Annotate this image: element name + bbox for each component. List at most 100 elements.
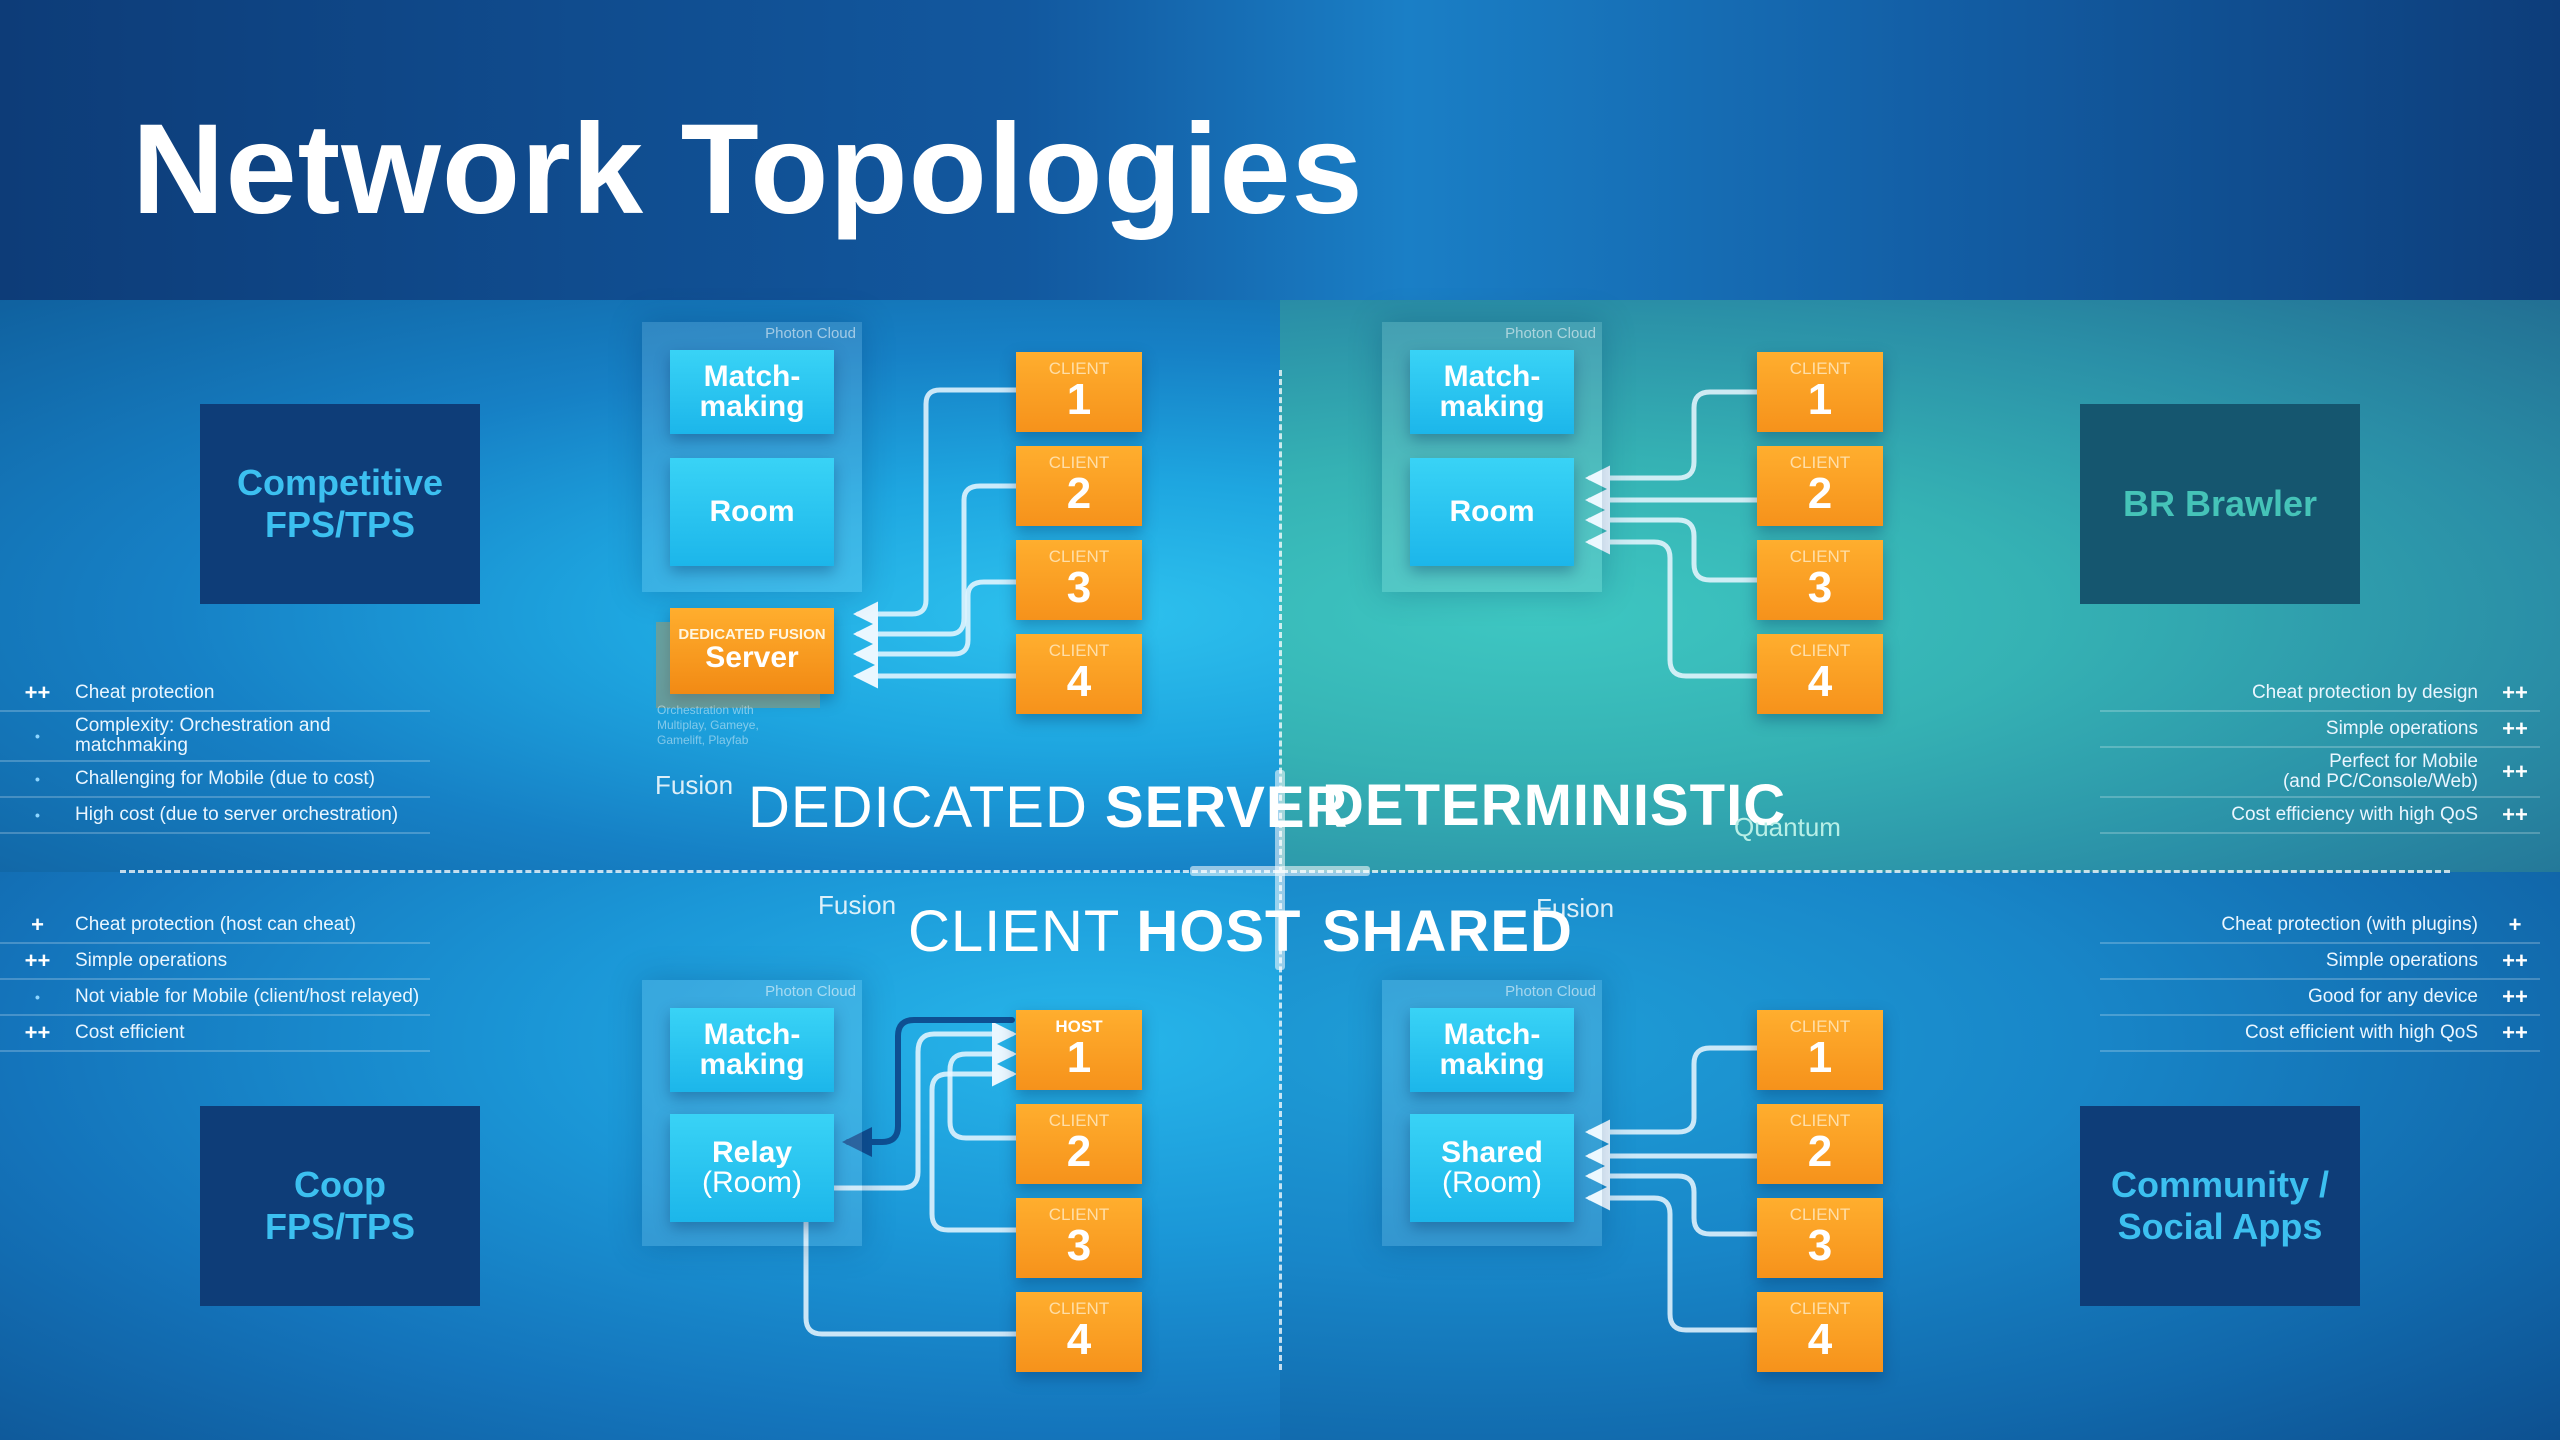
matchmaking-box: Match- making — [670, 350, 834, 434]
title-word-bold: SHARED — [1322, 899, 1573, 964]
feature-list-dedicated-server: ++Cheat protection • Complexity: Orchestra… — [0, 676, 430, 834]
center-cross-vertical — [1275, 770, 1285, 970]
client-number: 4 — [1066, 1315, 1092, 1364]
topology-title-deterministic: DETERMINISTIC — [1322, 772, 1786, 839]
client-number: 3 — [1066, 1221, 1092, 1270]
client-number: 1 — [1807, 1033, 1833, 1082]
title-word-bold: DETERMINISTIC — [1322, 773, 1787, 838]
client-number: 2 — [1807, 1127, 1833, 1176]
topology-title-client-host: CLIENT HOST — [908, 898, 1301, 965]
photon-cloud-panel-dedicated: Photon Cloud Match- making Room — [642, 322, 862, 592]
plus-rating-icon: ++ — [2502, 759, 2528, 784]
client-number: 4 — [1066, 657, 1092, 706]
bullet-dot-icon: • — [35, 728, 40, 744]
feature-item: ++Cheat protection — [0, 676, 430, 712]
feature-item: ++Simple operations — [2100, 944, 2540, 980]
matchmaking-box: Match- making — [1410, 350, 1574, 434]
client-label: CLIENT — [1789, 1017, 1851, 1036]
usecase-coop-fps: Coop FPS/TPS — [200, 1106, 480, 1306]
client-label: CLIENT — [1789, 1299, 1851, 1318]
bullet-dot-icon: • — [35, 989, 40, 1005]
title-word-bold: SERVER — [1104, 775, 1349, 840]
title-word-light: CLIENT — [908, 899, 1120, 964]
topology-title-dedicated-server: DEDICATED SERVER — [748, 774, 1348, 841]
feature-item: + Cheat protection (with plugins) — [2100, 908, 2540, 944]
feature-text: Cheat protection by design — [2251, 682, 2478, 703]
client-label: CLIENT — [1789, 1111, 1851, 1130]
plus-rating-icon: ++ — [2502, 984, 2528, 1009]
plus-rating-icon: ++ — [2502, 948, 2528, 973]
client-number: 3 — [1066, 563, 1092, 612]
orchestration-note: Orchestration with Multiplay, Gameye, Ga… — [657, 703, 759, 747]
matchmaking-box: Match- making — [670, 1008, 834, 1092]
header-band: Network Topologies — [0, 0, 2560, 300]
feature-text: Cheat protection (with plugins) — [2221, 914, 2478, 935]
dedicated-server-small-label: DEDICATED FUSION — [678, 626, 826, 643]
client-label: CLIENT — [1048, 547, 1110, 566]
photon-cloud-panel-shared: Photon Cloud Match- making Shared (Room) — [1382, 980, 1602, 1246]
feature-text: Cheat protection — [75, 682, 215, 703]
plus-rating-icon: + — [31, 912, 44, 937]
dedicated-fusion-server-box: DEDICATED FUSION Server — [670, 608, 834, 694]
room-box: Room — [1410, 458, 1574, 566]
photon-cloud-label: Photon Cloud — [765, 325, 856, 342]
plus-rating-icon: ++ — [2502, 716, 2528, 741]
feature-item: ++ Perfect for Mobile (and PC/Console/Web… — [2100, 748, 2540, 798]
client-number: 2 — [1066, 1127, 1092, 1176]
client-number: 1 — [1066, 375, 1092, 424]
feature-text: Simple operations — [2325, 718, 2478, 739]
host-label: HOST — [1055, 1017, 1103, 1036]
client-label: CLIENT — [1789, 359, 1851, 378]
brand-fusion-dedicated: Fusion — [655, 770, 734, 800]
feature-item: +Cheat protection (host can cheat) — [0, 908, 430, 944]
client-number: 4 — [1807, 657, 1833, 706]
client-label: CLIENT — [1048, 1205, 1110, 1224]
relay-room-box: Relay (Room) — [670, 1114, 834, 1222]
title-word-bold: HOST — [1136, 899, 1302, 964]
brand-quantum: Quantum — [1734, 812, 1841, 842]
client-label: CLIENT — [1048, 641, 1110, 660]
plus-rating-icon: + — [2508, 912, 2522, 937]
feature-text: High cost (due to server orchestration) — [75, 804, 399, 825]
plus-rating-icon: ++ — [24, 948, 51, 973]
plus-rating-icon: ++ — [2502, 802, 2528, 827]
client-label: CLIENT — [1048, 1299, 1110, 1318]
matchmaking-box: Match- making — [1410, 1008, 1574, 1092]
bullet-dot-icon: • — [35, 807, 40, 823]
feature-text: Perfect for Mobile (and PC/Console/Web) — [2282, 751, 2478, 792]
topology-title-shared: SHARED — [1322, 898, 1573, 965]
client-number: 4 — [1807, 1315, 1833, 1364]
client-label: CLIENT — [1048, 453, 1110, 472]
client-number: 1 — [1807, 375, 1833, 424]
usecase-br-brawler: BR Brawler — [2080, 404, 2360, 604]
client-label: CLIENT — [1789, 1205, 1851, 1224]
feature-item: ++Simple operations — [0, 944, 430, 980]
plus-rating-icon: ++ — [2502, 1020, 2528, 1045]
photon-cloud-label: Photon Cloud — [1505, 325, 1596, 342]
feature-item: •Challenging for Mobile (due to cost) — [0, 762, 430, 798]
page-title: Network Topologies — [132, 98, 1364, 241]
photon-cloud-panel-client-host: Photon Cloud Match- making Relay (Room) — [642, 980, 862, 1246]
client-label: CLIENT — [1789, 641, 1851, 660]
feature-item: •Not viable for Mobile (client/host rela… — [0, 980, 430, 1016]
dedicated-server-label: Server — [705, 641, 799, 674]
relay-label: Relay — [711, 1136, 793, 1169]
feature-item: ++Cost efficient — [0, 1016, 430, 1052]
feature-text: Complexity: Orchestration and matchmakin… — [75, 715, 331, 756]
feature-item: • Complexity: Orchestration and matchmaki… — [0, 712, 430, 762]
client-label: CLIENT — [1048, 359, 1110, 378]
room-box: Room — [670, 458, 834, 566]
usecase-community-social: Community / Social Apps — [2080, 1106, 2360, 1306]
